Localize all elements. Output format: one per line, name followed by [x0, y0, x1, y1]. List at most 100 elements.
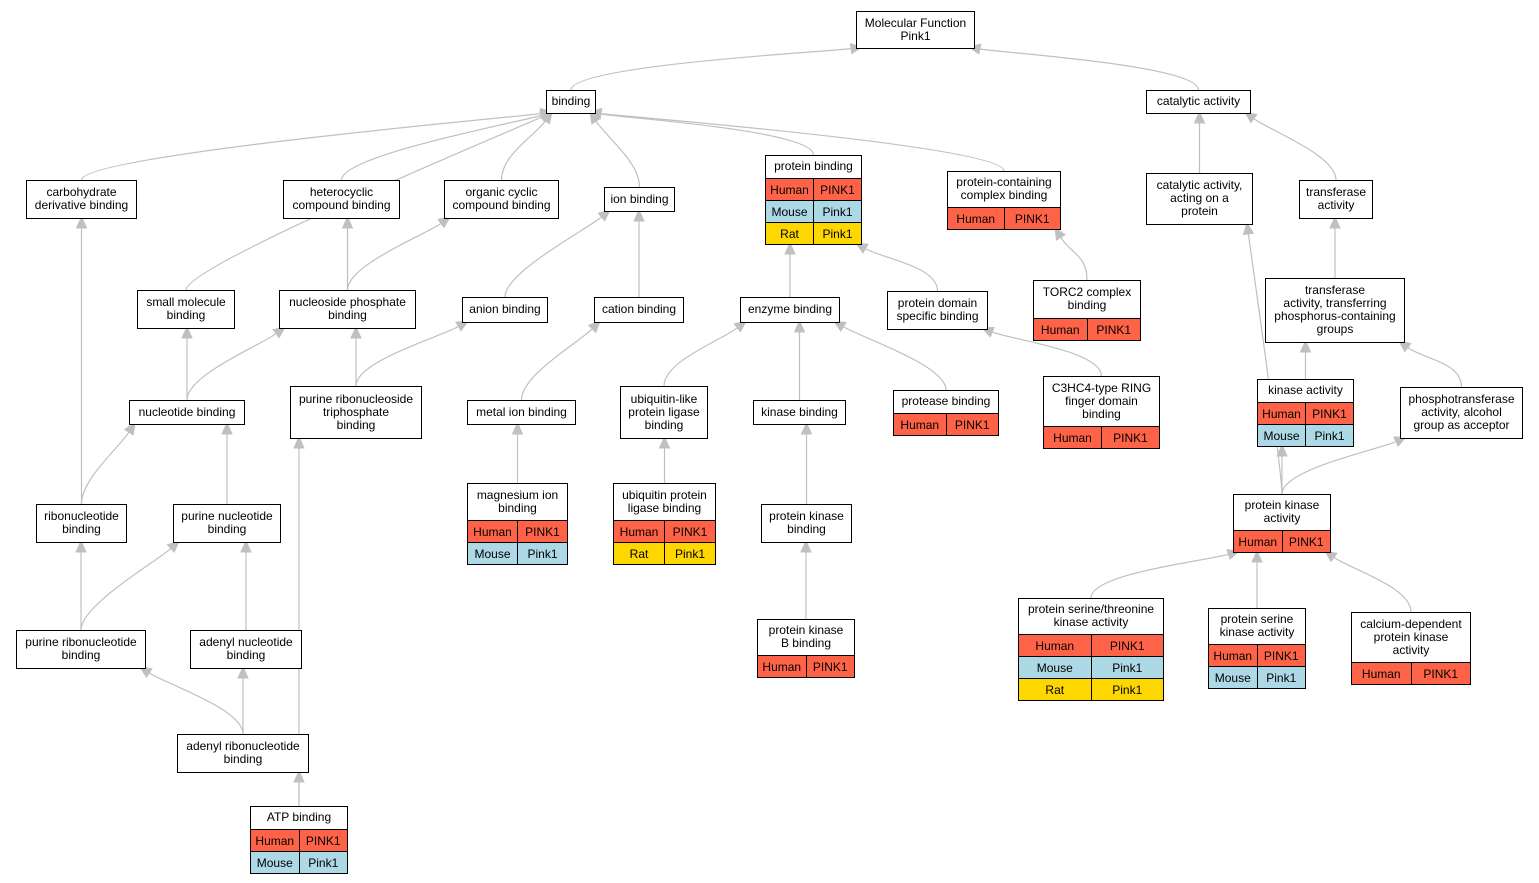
go-term-ribonucleotide-binding[interactable]: ribonucleotide binding	[36, 504, 127, 543]
go-term-label: calcium-dependent protein kinase activit…	[1360, 616, 1462, 657]
species-name: Mouse	[1036, 660, 1073, 675]
go-term-protein-ser-thr-kinase[interactable]: protein serine/threonine kinase activity…	[1018, 598, 1164, 701]
go-term-label: anion binding	[469, 302, 541, 316]
go-term-purine-ribonucleoside-triphosphate-binding[interactable]: purine ribonucleoside triphosphate bindi…	[290, 386, 422, 439]
species-name: Rat	[1045, 682, 1065, 697]
go-term-kinase-binding[interactable]: kinase binding	[753, 400, 846, 425]
go-term-nucleotide-binding[interactable]: nucleotide binding	[129, 400, 245, 425]
edge-calcium-dependent-kinase-to-protein-kinase-activity	[1333, 556, 1412, 613]
go-term-heterocyclic-compound-binding[interactable]: heterocyclic compound binding	[283, 180, 400, 219]
edge-arrowhead	[1393, 436, 1408, 448]
gene-symbol: Pink1	[1256, 667, 1306, 688]
go-term-label: heterocyclic compound binding	[292, 185, 391, 212]
species-name: Human	[1238, 534, 1278, 549]
go-term-catalytic-activity[interactable]: catalytic activity	[1146, 90, 1251, 114]
edge-arrowhead	[800, 539, 812, 553]
species-row-mouse: Mouse Pink1	[1258, 424, 1353, 446]
go-term-enzyme-binding[interactable]: enzyme binding	[740, 297, 840, 323]
go-term-label: protein-containing complex binding	[956, 175, 1052, 202]
go-term-catalytic-activity-on-protein[interactable]: catalytic activity, acting on a protein	[1146, 173, 1253, 225]
go-term-label: TORC2 complex binding	[1042, 285, 1132, 312]
go-term-label: small molecule binding	[146, 295, 226, 322]
go-term-label: catalytic activity	[1156, 94, 1241, 108]
edge-arrowhead	[341, 215, 354, 229]
go-term-metal-ion-binding[interactable]: metal ion binding	[467, 400, 576, 425]
edge-heterocyclic-compound-binding-to-binding	[340, 114, 542, 181]
species-name: Human	[619, 524, 659, 539]
gene-symbol: Pink1	[1305, 425, 1353, 446]
edge-transferase-activity-to-catalytic-activity	[1253, 118, 1337, 181]
go-term-protein-domain-specific-binding[interactable]: protein domain specific binding	[887, 291, 988, 330]
edge-protease-binding-to-enzyme-binding	[843, 326, 947, 391]
edge-arrowhead	[293, 435, 305, 449]
edge-arrowhead	[350, 325, 362, 339]
edge-torc2-complex-binding-to-protein-containing-complex-binding	[1060, 237, 1088, 281]
go-term-carbohydrate-derivative-binding[interactable]: carbohydrate derivative binding	[26, 180, 137, 219]
gene-symbol: PINK1	[813, 179, 861, 200]
gene-symbol: Pink1	[517, 543, 567, 564]
gene-symbol: Pink1	[813, 201, 861, 222]
edge-arrowhead	[793, 319, 806, 333]
go-term-molecular-function[interactable]: Molecular Function Pink1	[856, 11, 975, 49]
go-term-label: purine ribonucleoside triphosphate bindi…	[298, 391, 414, 432]
go-term-adenyl-nucleotide-binding[interactable]: adenyl nucleotide binding	[190, 630, 302, 669]
go-term-small-molecule-binding[interactable]: small molecule binding	[137, 290, 235, 329]
go-term-label: phosphotransferase activity, alcohol gro…	[1408, 392, 1515, 432]
go-term-cation-binding[interactable]: cation binding	[594, 297, 684, 323]
go-term-purine-ribonucleotide-binding[interactable]: purine ribonucleotide binding	[16, 630, 146, 669]
go-term-protein-kinase-binding[interactable]: protein kinase binding	[761, 504, 852, 543]
gene-symbol: PINK1	[1410, 663, 1471, 684]
go-term-ubiquitin-like-protein-ligase-binding[interactable]: ubiquitin-like protein ligase binding	[620, 386, 708, 439]
species-name: Human	[900, 417, 940, 432]
edge-arrowhead	[1242, 221, 1255, 236]
go-term-label: ribonucleotide binding	[44, 509, 119, 536]
species-name: Mouse	[1263, 428, 1300, 443]
species-name: Mouse	[474, 546, 511, 561]
edge-protein-ser-thr-kinase-to-protein-kinase-activity	[1090, 553, 1229, 599]
go-term-adenyl-ribonucleotide-binding[interactable]: adenyl ribonucleotide binding	[177, 734, 309, 773]
go-term-calcium-dependent-kinase[interactable]: calcium-dependent protein kinase activit…	[1351, 612, 1471, 685]
go-term-organic-cyclic-compound-binding[interactable]: organic cyclic compound binding	[444, 180, 559, 219]
edge-arrowhead	[511, 421, 524, 435]
edge-arrowhead	[587, 320, 601, 334]
edge-protein-kinase-activity-to-phosphotransferase-alcohol	[1281, 441, 1397, 495]
go-term-binding[interactable]: binding	[546, 90, 596, 114]
species-name: Human	[1053, 430, 1092, 445]
go-term-anion-binding[interactable]: anion binding	[462, 297, 548, 323]
edge-ion-binding-to-binding	[595, 120, 641, 188]
go-term-phosphotransferase-alcohol[interactable]: phosphotransferase activity, alcohol gro…	[1400, 387, 1523, 439]
go-term-label: nucleoside phosphate binding	[289, 295, 406, 322]
go-term-ion-binding[interactable]: ion binding	[604, 187, 675, 212]
gene-symbol: PINK1	[298, 830, 348, 851]
go-term-transferase-activity[interactable]: transferase activity	[1299, 180, 1373, 219]
go-term-transferase-phosphorus[interactable]: transferase activity, transferring phosp…	[1265, 278, 1405, 343]
edge-arrowhead	[75, 539, 87, 553]
go-term-purine-nucleotide-binding[interactable]: purine nucleotide binding	[173, 504, 281, 543]
gene-symbol: Pink1	[813, 223, 861, 244]
go-term-nucleoside-phosphate-binding[interactable]: nucleoside phosphate binding	[279, 290, 416, 329]
edge-arrowhead	[455, 320, 470, 332]
go-term-label: protein serine kinase activity	[1219, 612, 1295, 639]
edge-ubiquitin-like-protein-ligase-binding-to-enzyme-binding	[663, 327, 738, 387]
